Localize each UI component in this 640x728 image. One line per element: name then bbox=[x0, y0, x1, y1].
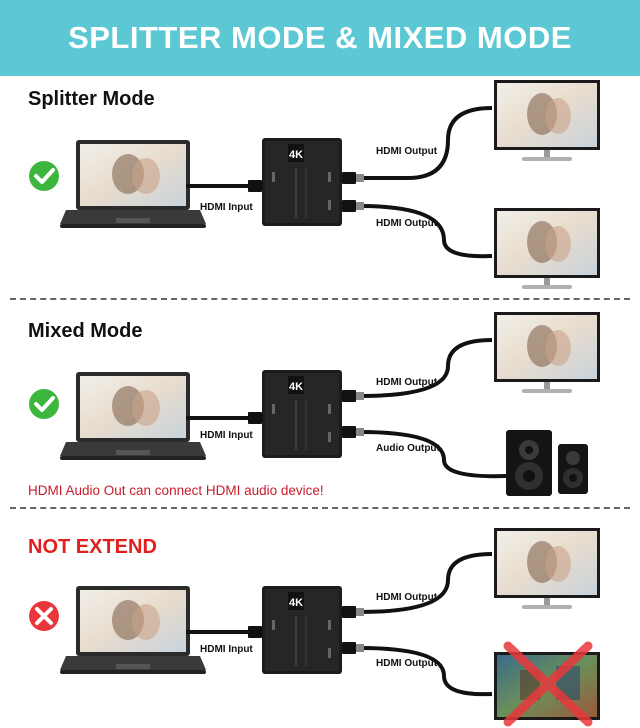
cross-icon bbox=[503, 641, 593, 727]
monitor-icon bbox=[494, 312, 600, 393]
input-label: HDMI Input bbox=[200, 202, 253, 213]
speaker-icon bbox=[506, 430, 588, 496]
input-label: HDMI Input bbox=[200, 644, 253, 655]
page-title: SPLITTER MODE & MIXED MODE bbox=[68, 20, 572, 55]
section-title-not-extend: NOT EXTEND bbox=[28, 536, 157, 558]
splitter-box-icon bbox=[261, 369, 343, 459]
section-title-mixed: Mixed Mode bbox=[28, 320, 143, 342]
mixed-diagram bbox=[29, 312, 600, 496]
output-label: HDMI Output bbox=[376, 592, 438, 603]
header-banner: SPLITTER MODE & MIXED MODE bbox=[0, 0, 640, 76]
mixed-mode-note: HDMI Audio Out can connect HDMI audio de… bbox=[28, 483, 324, 498]
splitter-diagram bbox=[29, 80, 600, 289]
not-extend-diagram bbox=[29, 528, 600, 727]
monitor-icon bbox=[494, 208, 600, 289]
input-label: HDMI Input bbox=[200, 430, 253, 441]
monitor-icon bbox=[494, 652, 600, 720]
audio-output-label: Audio Output bbox=[376, 443, 440, 454]
output-label: HDMI Output bbox=[376, 658, 438, 669]
splitter-box-icon bbox=[261, 137, 343, 227]
output-label: HDMI Output bbox=[376, 146, 438, 157]
splitter-box-icon bbox=[261, 585, 343, 675]
section-divider bbox=[10, 507, 630, 509]
laptop-icon bbox=[60, 372, 206, 460]
section-title-splitter: Splitter Mode bbox=[28, 88, 155, 110]
output-label: HDMI Output bbox=[376, 377, 438, 388]
output-label: HDMI Output bbox=[376, 218, 438, 229]
laptop-icon bbox=[60, 140, 206, 228]
check-icon bbox=[29, 161, 59, 191]
laptop-icon bbox=[60, 586, 206, 674]
section-divider bbox=[10, 298, 630, 300]
monitor-icon bbox=[494, 80, 600, 161]
monitor-icon bbox=[494, 528, 600, 609]
check-icon bbox=[29, 389, 59, 419]
